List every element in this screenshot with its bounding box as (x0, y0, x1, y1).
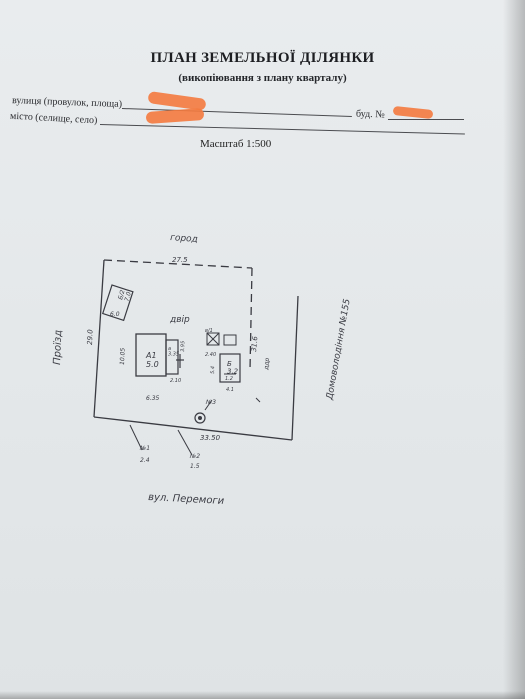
small-building-label: в/1 (205, 328, 213, 334)
document-subtitle: (викопіювання з плану кварталу) (178, 72, 347, 84)
right-building-sub: 1.2 (225, 376, 233, 382)
dim-house-width: 6.35 (146, 395, 160, 402)
right-building (219, 353, 241, 383)
label-west: Проїзд (52, 330, 64, 365)
plot-bottom-border (93, 416, 293, 441)
plot-top-border (103, 259, 253, 269)
document-title: ПЛАН ЗЕМЕЛЬНОЇ ДІЛЯНКИ (150, 50, 375, 66)
right-building-width: 4.1 (226, 387, 234, 393)
label-south-street: вул. Перемоги (148, 492, 225, 507)
side-note: ддр (263, 357, 271, 371)
dim-top: 27.5 (172, 256, 188, 264)
small-dim: 2.40 (205, 352, 216, 358)
shed-label: Б/27.0 (117, 289, 133, 302)
small-building-2 (223, 334, 237, 346)
small-building-1 (206, 332, 220, 346)
dim-bottom: 33.50 (200, 434, 221, 442)
dim-right: 31.6 (250, 335, 259, 352)
annex-bottom-dim: 2.10 (170, 378, 181, 384)
shed-building (101, 284, 134, 322)
marker-n3: №3 (205, 399, 216, 406)
plot-right-border (291, 295, 299, 441)
label-north: город (170, 233, 198, 245)
plot-right-inner-border (249, 267, 253, 371)
building-number-line (388, 119, 464, 120)
label-yard: двір (169, 315, 190, 325)
right-building-height: 5.4 (210, 366, 216, 374)
dim-shed-width: 6.0 (110, 311, 120, 318)
annex-dim: 3.95 (180, 341, 186, 352)
label-east: Домоволодіння №155 (325, 298, 353, 402)
plot-left-border (93, 259, 105, 418)
scale-label: Масштаб 1:500 (200, 138, 272, 150)
well-marker (194, 412, 206, 424)
house-annex (165, 339, 179, 375)
marker-n1: №1 (139, 445, 150, 452)
dim-house-height: 10.05 (119, 347, 127, 365)
marker-n1-value: 2.4 (140, 457, 150, 464)
marker-n2: №2 (189, 453, 200, 460)
page-bottom-edge (0, 691, 525, 699)
dim-left: 29.0 (86, 329, 95, 345)
marker-n2-value: 1.5 (190, 463, 200, 470)
page-edge-shadow (503, 0, 525, 699)
